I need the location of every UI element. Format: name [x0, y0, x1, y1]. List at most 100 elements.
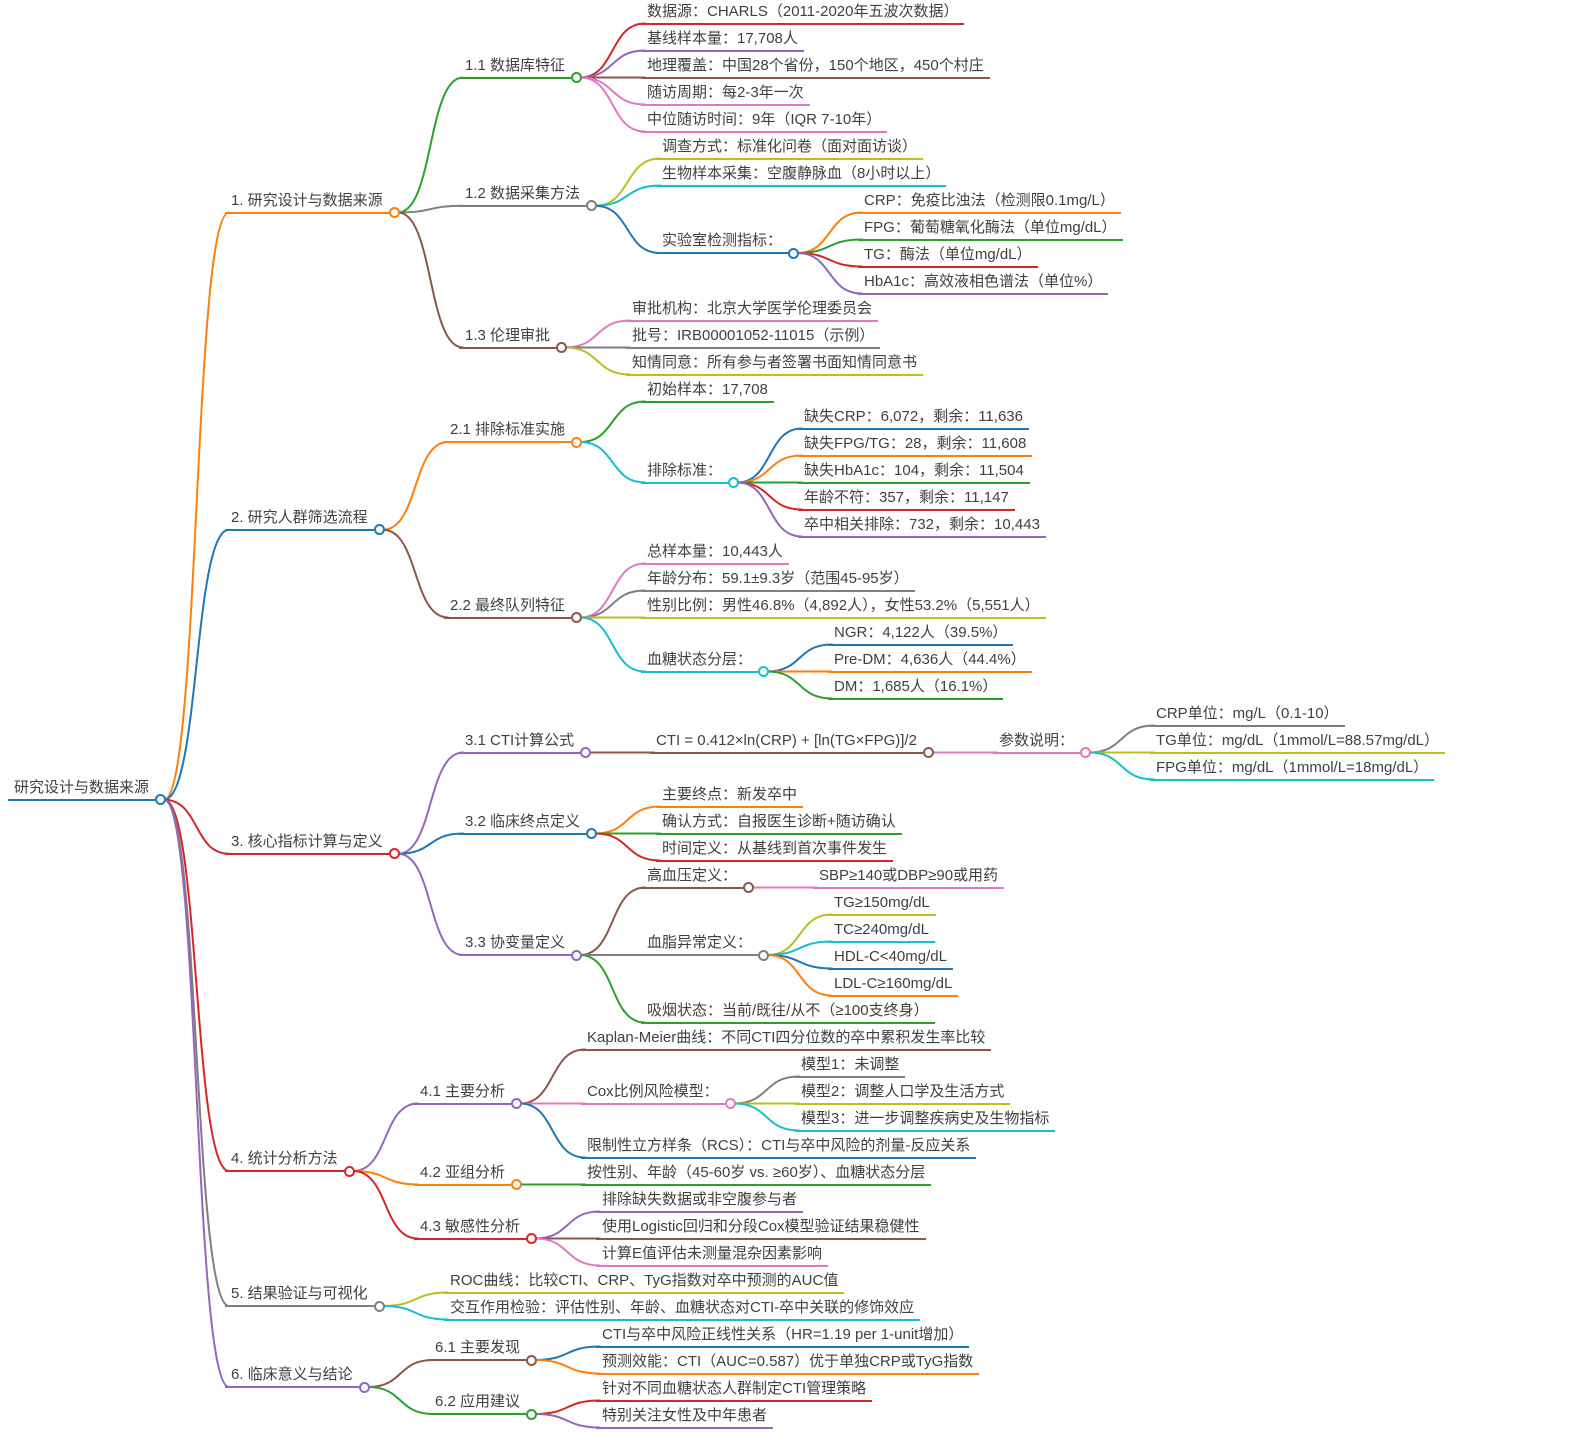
mindmap-node-label[interactable]: 排除标准：: [641, 460, 729, 484]
mindmap-node-label[interactable]: 针对不同血糖状态人群制定CTI管理策略: [596, 1378, 873, 1402]
mindmap-node-label[interactable]: 审批机构：北京大学医学伦理委员会: [626, 298, 879, 322]
node-anchor[interactable]: [571, 436, 582, 448]
node-anchor[interactable]: [526, 1233, 537, 1244]
mindmap-node-label[interactable]: 初始样本：17,708: [641, 379, 774, 403]
mindmap-node-label[interactable]: 随访周期：每2-3年一次: [641, 82, 810, 106]
node-anchor[interactable]: [923, 747, 934, 758]
mindmap-node-label[interactable]: 血糖状态分层：: [641, 649, 759, 673]
node-anchor[interactable]: [586, 200, 597, 212]
node-anchor[interactable]: [155, 794, 166, 806]
mindmap-node-label[interactable]: LDL-C≥160mg/dL: [828, 973, 959, 997]
mindmap-node-label[interactable]: 3.2 临床终点定义: [459, 811, 587, 835]
mindmap-node-label[interactable]: HbA1c：高效液相色谱法（单位%）: [858, 271, 1109, 295]
mindmap-node-label[interactable]: 卒中相关排除：732，剩余：10,443: [798, 514, 1046, 538]
mindmap-node-label[interactable]: TG单位：mg/dL（1mmol/L=88.57mg/dL）: [1150, 730, 1446, 754]
mindmap-node-label[interactable]: TC≥240mg/dL: [828, 919, 935, 943]
mindmap-node-label[interactable]: CRP单位：mg/L（0.1-10）: [1150, 703, 1345, 727]
mindmap-node-label[interactable]: Cox比例风险模型：: [581, 1081, 725, 1105]
mindmap-node-label[interactable]: 主要终点：新发卒中: [656, 784, 804, 808]
mindmap-node-label[interactable]: 1.1 数据库特征: [459, 55, 572, 79]
mindmap-node-label[interactable]: 中位随访时间：9年（IQR 7-10年）: [641, 109, 888, 133]
mindmap-node-label[interactable]: 吸烟状态：当前/既往/从不（≥100支终身）: [641, 1000, 935, 1024]
node-anchor[interactable]: [389, 207, 400, 218]
mindmap-node-label[interactable]: 3.3 协变量定义: [459, 932, 572, 956]
mindmap-node-label[interactable]: 性别比例：男性46.8%（4,892人），女性53.2%（5,551人）: [641, 595, 1046, 619]
mindmap-node-label[interactable]: 排除缺失数据或非空腹参与者: [596, 1189, 804, 1213]
mindmap-node-label[interactable]: 地理覆盖：中国28个省份，150个地区，450个村庄: [641, 55, 990, 79]
mindmap-node-label[interactable]: 4.3 敏感性分析: [414, 1216, 527, 1240]
node-anchor[interactable]: [511, 1179, 522, 1190]
mindmap-node-label[interactable]: 2.1 排除标准实施: [444, 419, 572, 443]
mindmap-node-label[interactable]: Pre-DM：4,636人（44.4%）: [828, 649, 1032, 673]
mindmap-node-label[interactable]: FPG单位：mg/dL（1mmol/L=18mg/dL）: [1150, 757, 1435, 781]
mindmap-node-label[interactable]: TG：酶法（单位mg/dL）: [858, 244, 1038, 268]
mindmap-node-label[interactable]: 确认方式：自报医生诊断+随访确认: [656, 811, 902, 835]
mindmap-node-label[interactable]: 模型1：未调整: [795, 1054, 906, 1078]
mindmap-node-label[interactable]: TG≥150mg/dL: [828, 892, 936, 916]
mindmap-node-label[interactable]: 生物样本采集：空腹静脉血（8小时以上）: [656, 163, 947, 187]
mindmap-node-label[interactable]: 基线样本量：17,708人: [641, 28, 804, 52]
mindmap-node-label[interactable]: 实验室检测指标：: [656, 230, 789, 254]
node-anchor[interactable]: [788, 247, 799, 259]
mindmap-node-label[interactable]: 总样本量：10,443人: [641, 541, 789, 565]
mindmap-node-label[interactable]: 血脂异常定义：: [641, 932, 759, 956]
node-anchor[interactable]: [725, 1098, 736, 1109]
mindmap-node-label[interactable]: 预测效能：CTI（AUC=0.587）优于单独CRP或TyG指数: [596, 1351, 980, 1375]
node-anchor[interactable]: [571, 72, 582, 83]
mindmap-node-label[interactable]: 特别关注女性及中年患者: [596, 1405, 774, 1429]
mindmap-node-label[interactable]: 使用Logistic回归和分段Cox模型验证结果稳健性: [596, 1216, 926, 1240]
mindmap-node-label[interactable]: 5. 结果验证与可视化: [225, 1283, 374, 1307]
mindmap-node-label[interactable]: 交互作用检验：评估性别、年龄、血糖状态对CTI-卒中关联的修饰效应: [444, 1297, 921, 1321]
node-anchor[interactable]: [389, 848, 400, 860]
mindmap-node-label[interactable]: HDL-C<40mg/dL: [828, 946, 953, 970]
mindmap-node-label[interactable]: 缺失HbA1c：104，剩余：11,504: [798, 460, 1030, 484]
node-anchor[interactable]: [374, 1300, 385, 1312]
mindmap-node-label[interactable]: 模型3：进一步调整疾病史及生物指标: [795, 1108, 1056, 1132]
mindmap-node-label[interactable]: 4. 统计分析方法: [225, 1148, 344, 1172]
node-anchor[interactable]: [344, 1165, 355, 1177]
mindmap-node-label[interactable]: 3.1 CTI计算公式: [459, 730, 581, 754]
node-anchor[interactable]: [758, 949, 769, 961]
mindmap-node-label[interactable]: 模型2：调整人口学及生活方式: [795, 1081, 1011, 1105]
mindmap-node-label[interactable]: 缺失FPG/TG：28，剩余：11,608: [798, 433, 1033, 457]
node-anchor[interactable]: [526, 1354, 537, 1366]
node-anchor[interactable]: [1080, 747, 1091, 758]
node-anchor[interactable]: [374, 524, 385, 536]
node-anchor[interactable]: [728, 477, 739, 488]
node-anchor[interactable]: [580, 747, 591, 758]
mindmap-node-label[interactable]: 数据源：CHARLS（2011-2020年五波次数据）: [641, 1, 965, 25]
node-anchor[interactable]: [511, 1098, 522, 1109]
mindmap-node-label[interactable]: 限制性立方样条（RCS）：CTI与卒中风险的剂量-反应关系: [581, 1135, 977, 1159]
mindmap-node-label[interactable]: 6.2 应用建议: [429, 1391, 527, 1415]
mindmap-node-label[interactable]: CRP：免疫比浊法（检测限0.1mg/L）: [858, 190, 1121, 214]
mindmap-node-label[interactable]: 高血压定义：: [641, 865, 744, 889]
mindmap-node-label[interactable]: 批号：IRB00001052-11015（示例）: [626, 325, 881, 349]
mindmap-node-label[interactable]: 研究设计与数据来源: [8, 777, 156, 801]
mindmap-node-label[interactable]: 年龄不符：357，剩余：11,147: [798, 487, 1015, 511]
mindmap-node-label[interactable]: 1.2 数据采集方法: [459, 183, 587, 207]
mindmap-node-label[interactable]: 2.2 最终队列特征: [444, 595, 572, 619]
mindmap-node-label[interactable]: 参数说明：: [993, 730, 1081, 754]
mindmap-node-label[interactable]: 计算E值评估未测量混杂因素影响: [596, 1243, 829, 1267]
mindmap-node-label[interactable]: 时间定义：从基线到首次事件发生: [656, 838, 894, 862]
mindmap-node-label[interactable]: 年龄分布：59.1±9.3岁（范围45-95岁）: [641, 568, 915, 592]
mindmap-node-label[interactable]: 4.2 亚组分析: [414, 1162, 512, 1186]
node-anchor[interactable]: [526, 1408, 537, 1420]
mindmap-node-label[interactable]: DM：1,685人（16.1%）: [828, 676, 1004, 700]
mindmap-node-label[interactable]: 1. 研究设计与数据来源: [225, 190, 389, 214]
node-anchor[interactable]: [556, 342, 567, 353]
mindmap-node-label[interactable]: CTI与卒中风险正线性关系（HR=1.19 per 1-unit增加）: [596, 1324, 970, 1348]
node-anchor[interactable]: [758, 666, 769, 677]
mindmap-node-label[interactable]: ROC曲线：比较CTI、CRP、TyG指数对卒中预测的AUC值: [444, 1270, 845, 1294]
node-anchor[interactable]: [571, 612, 582, 623]
mindmap-node-label[interactable]: 4.1 主要分析: [414, 1081, 512, 1105]
node-anchor[interactable]: [743, 882, 754, 893]
mindmap-node-label[interactable]: 缺失CRP：6,072，剩余：11,636: [798, 406, 1029, 430]
mindmap-node-label[interactable]: 2. 研究人群筛选流程: [225, 507, 374, 531]
mindmap-node-label[interactable]: 6. 临床意义与结论: [225, 1364, 359, 1388]
mindmap-node-label[interactable]: 3. 核心指标计算与定义: [225, 831, 389, 855]
mindmap-node-label[interactable]: Kaplan-Meier曲线：不同CTI四分位数的卒中累积发生率比较: [581, 1027, 992, 1051]
mindmap-node-label[interactable]: CTI = 0.412×ln(CRP) + [ln(TG×FPG)]/2: [650, 730, 923, 754]
node-anchor[interactable]: [571, 949, 582, 961]
mindmap-node-label[interactable]: 知情同意：所有参与者签署书面知情同意书: [626, 352, 924, 376]
